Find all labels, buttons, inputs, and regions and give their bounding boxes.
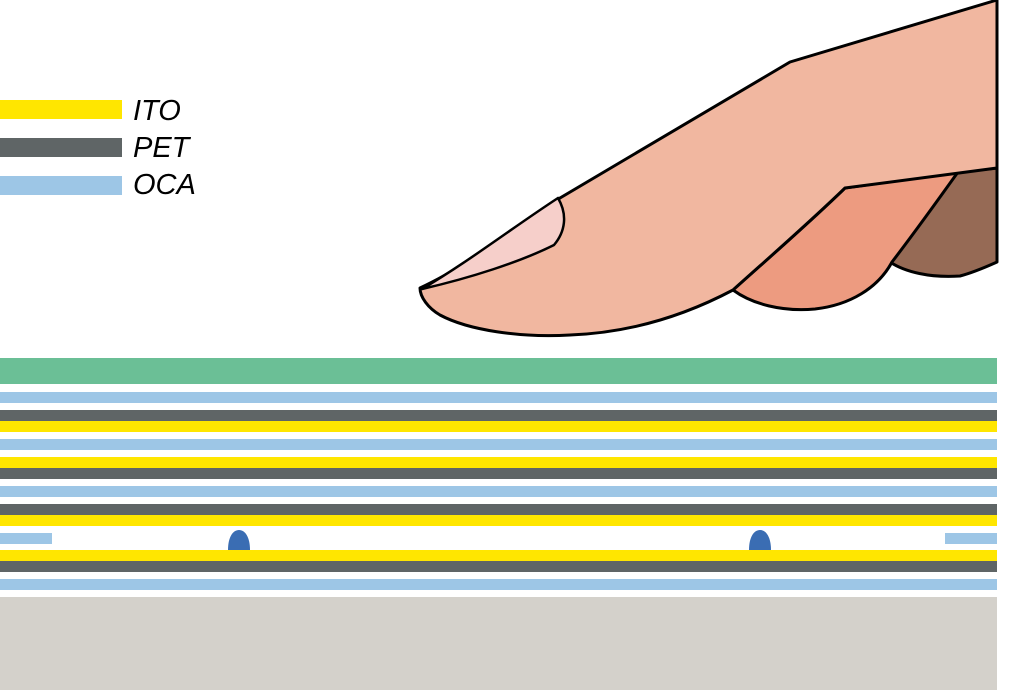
- legend: ITO PET OCA: [0, 95, 196, 201]
- legend-label-pet: PET: [133, 132, 192, 164]
- oca-layer-1: [0, 392, 997, 403]
- legend-label-oca: OCA: [133, 169, 196, 201]
- ito-layer-2: [0, 457, 997, 468]
- index-finger: [418, 0, 999, 338]
- display-base-layer: [0, 597, 997, 690]
- hand-illustration: [418, 0, 999, 338]
- ito-layer-4: [0, 550, 997, 561]
- legend-swatch-ito: [0, 100, 122, 119]
- pet-layer-2: [0, 468, 997, 479]
- legend-label-ito: ITO: [133, 95, 181, 127]
- pet-layer-3: [0, 504, 997, 515]
- legend-swatch-oca: [0, 176, 122, 195]
- oca-layer-2: [0, 439, 997, 450]
- oca-layer-3: [0, 486, 997, 497]
- ito-layer-3: [0, 515, 997, 526]
- spacer-dot-right: [749, 530, 771, 550]
- legend-swatch-pet: [0, 138, 122, 157]
- spacer-dot-left: [228, 530, 250, 550]
- layer-stack: [0, 358, 997, 690]
- pet-layer-1: [0, 410, 997, 421]
- cover-lens-layer: [0, 358, 997, 384]
- fingernail: [420, 196, 566, 291]
- oca-layer-4: [0, 579, 997, 590]
- ito-layer-1: [0, 421, 997, 432]
- edge-adhesive-left: [0, 533, 52, 544]
- pet-layer-4: [0, 561, 997, 572]
- edge-adhesive-right: [945, 533, 997, 544]
